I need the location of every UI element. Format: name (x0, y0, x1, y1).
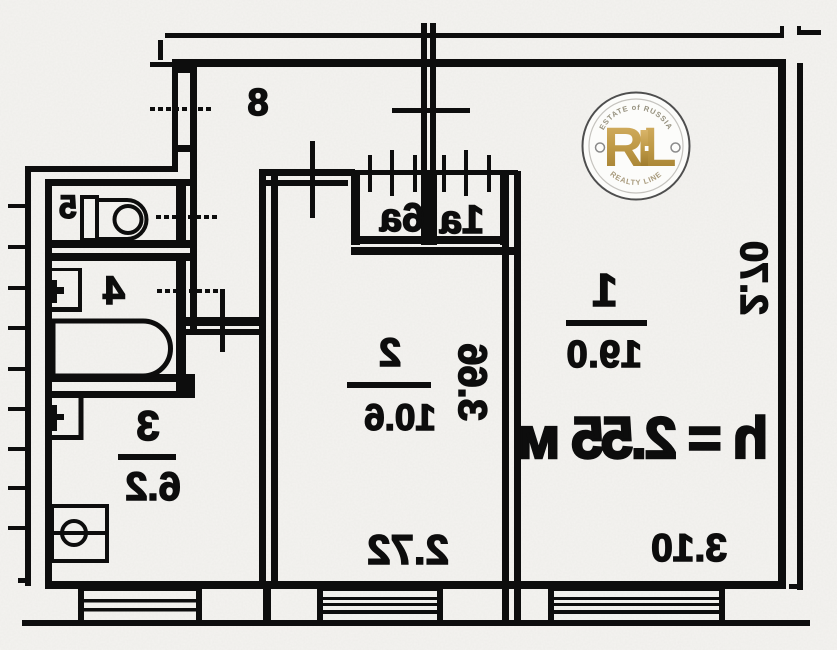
svg-text:R: R (603, 115, 643, 178)
svg-text:2.70: 2.70 (732, 241, 774, 315)
svg-text:5: 5 (59, 189, 77, 225)
svg-text:2: 2 (379, 331, 401, 375)
svg-text:h = 2.55 м: h = 2.55 м (520, 406, 768, 471)
svg-text:1: 1 (592, 264, 618, 316)
svg-text:3: 3 (136, 402, 159, 449)
svg-text:10.6: 10.6 (364, 397, 436, 438)
svg-text:4: 4 (102, 269, 125, 313)
svg-text:3.66: 3.66 (450, 343, 494, 421)
svg-text:3.10: 3.10 (651, 527, 727, 570)
svg-text:1а: 1а (439, 198, 484, 242)
svg-text:6.2: 6.2 (125, 465, 181, 509)
svg-text:6а: 6а (379, 196, 424, 240)
svg-text:19.0: 19.0 (566, 334, 642, 376)
svg-text:2.72: 2.72 (367, 526, 449, 573)
svg-text:8: 8 (247, 82, 268, 124)
